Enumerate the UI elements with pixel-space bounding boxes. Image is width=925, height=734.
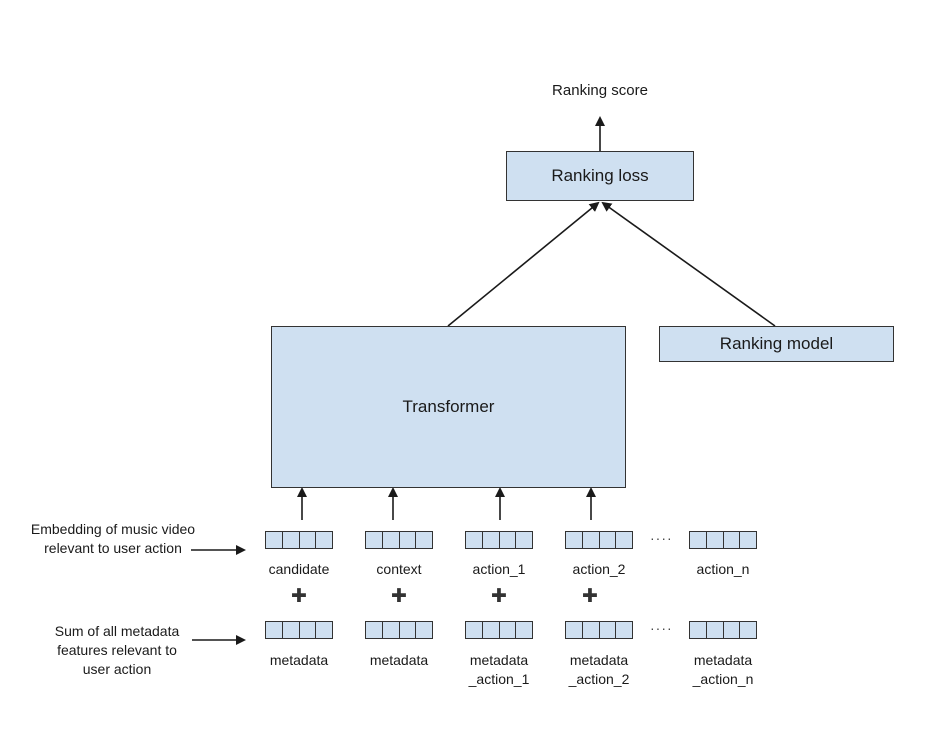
candidate-metadata-label: metadata bbox=[269, 652, 329, 668]
plus-icon: ✚ bbox=[291, 586, 307, 607]
ranking-model-box: Ranking model bbox=[659, 326, 894, 362]
plus-icon: ✚ bbox=[582, 586, 598, 607]
action-n-metadata-vector bbox=[689, 621, 757, 639]
transformer-label: Transformer bbox=[402, 397, 495, 416]
embedding-note: Embedding of music video relevant to use… bbox=[30, 521, 196, 556]
ranking-loss-box: Ranking loss bbox=[506, 151, 694, 201]
action-2-metadata-label: metadata _action_2 bbox=[568, 652, 630, 687]
ellipsis-top: ···· bbox=[650, 530, 673, 546]
action-2-label: action_2 bbox=[572, 561, 626, 577]
candidate-embedding-vector bbox=[265, 531, 333, 549]
ranking-loss-label: Ranking loss bbox=[551, 166, 649, 185]
candidate-metadata-vector bbox=[265, 621, 333, 639]
arrow-transformer-to-loss bbox=[447, 201, 600, 327]
plus-icon: ✚ bbox=[391, 586, 407, 607]
arrow-model-to-loss bbox=[601, 201, 776, 327]
action-2-embedding-vector bbox=[565, 531, 633, 549]
action-1-metadata-label: metadata _action_1 bbox=[468, 652, 530, 687]
action-1-label: action_1 bbox=[472, 561, 526, 577]
context-embedding-vector bbox=[365, 531, 433, 549]
ellipsis-bottom: ···· bbox=[650, 620, 673, 636]
action-2-metadata-vector bbox=[565, 621, 633, 639]
metadata-note: Sum of all metadata features relevant to… bbox=[54, 623, 180, 677]
action-1-metadata-vector bbox=[465, 621, 533, 639]
action-n-embedding-vector bbox=[689, 531, 757, 549]
ranking-model-label: Ranking model bbox=[719, 334, 834, 353]
candidate-label: candidate bbox=[268, 561, 330, 577]
action-n-label: action_n bbox=[696, 561, 750, 577]
plus-icon: ✚ bbox=[491, 586, 507, 607]
context-metadata-label: metadata bbox=[369, 652, 429, 668]
ranking-score-label: Ranking score bbox=[552, 82, 648, 99]
context-label: context bbox=[376, 561, 422, 577]
transformer-box: Transformer bbox=[271, 326, 626, 488]
context-metadata-vector bbox=[365, 621, 433, 639]
action-n-metadata-label: metadata _action_n bbox=[692, 652, 754, 687]
action-1-embedding-vector bbox=[465, 531, 533, 549]
